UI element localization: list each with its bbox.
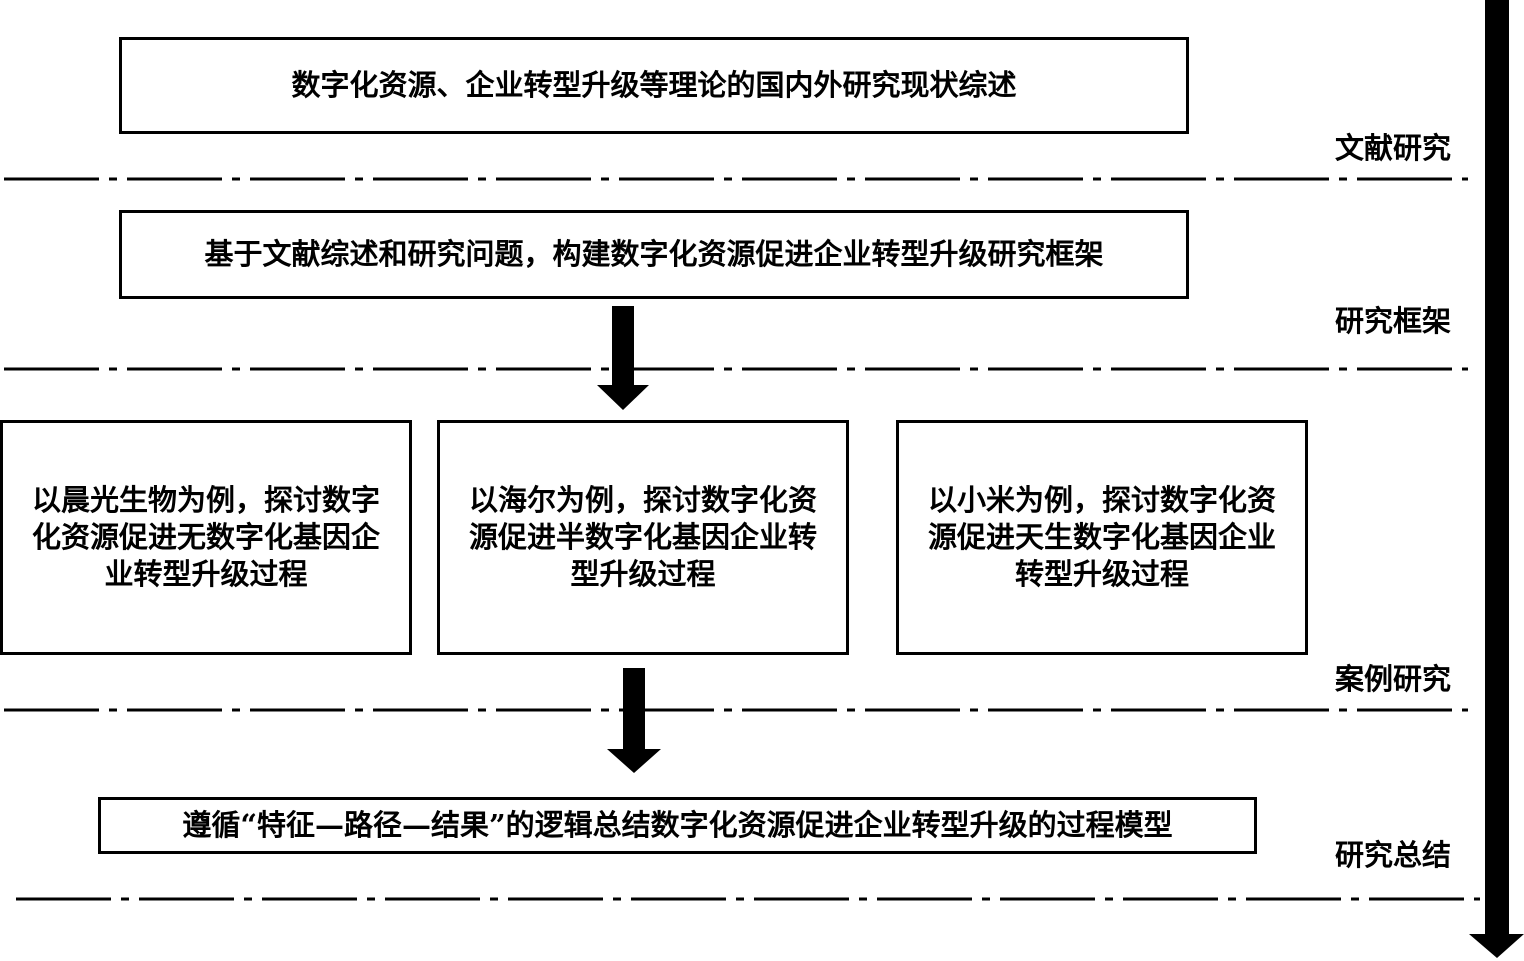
case-text-2: 以海尔为例，探讨数字化资源促进半数字化基因企业转型升级过程: [468, 483, 817, 591]
stage-label-case: 案例研究: [1335, 662, 1452, 696]
case-text-3: 以小米为例，探讨数字化资源促进天生数字化基因企业转型升级过程: [927, 483, 1276, 591]
timeline-arrow: [1469, 0, 1524, 958]
literature-review-text: 数字化资源、企业转型升级等理论的国内外研究现状综述: [291, 68, 1017, 102]
stage-label-summary: 研究总结: [1335, 838, 1452, 872]
stage-label-framework: 研究框架: [1335, 304, 1452, 338]
case-box-1: 以晨光生物为例，探讨数字化资源促进无数字化基因企业转型升级过程: [0, 420, 412, 655]
framework-text: 基于文献综述和研究问题，构建数字化资源促进企业转型升级研究框架: [204, 237, 1104, 271]
framework-box: 基于文献综述和研究问题，构建数字化资源促进企业转型升级研究框架: [119, 210, 1189, 299]
literature-review-box: 数字化资源、企业转型升级等理论的国内外研究现状综述: [119, 37, 1189, 134]
summary-box: 遵循“特征—路径—结果”的逻辑总结数字化资源促进企业转型升级的过程模型: [98, 797, 1257, 854]
summary-text: 遵循“特征—路径—结果”的逻辑总结数字化资源促进企业转型升级的过程模型: [182, 808, 1173, 842]
case-box-2: 以海尔为例，探讨数字化资源促进半数字化基因企业转型升级过程: [437, 420, 849, 655]
down-arrow-1: [597, 306, 649, 410]
case-text-1: 以晨光生物为例，探讨数字化资源促进无数字化基因企业转型升级过程: [31, 483, 380, 591]
case-box-3: 以小米为例，探讨数字化资源促进天生数字化基因企业转型升级过程: [896, 420, 1308, 655]
stage-label-literature: 文献研究: [1335, 131, 1452, 165]
down-arrow-2: [607, 668, 661, 773]
